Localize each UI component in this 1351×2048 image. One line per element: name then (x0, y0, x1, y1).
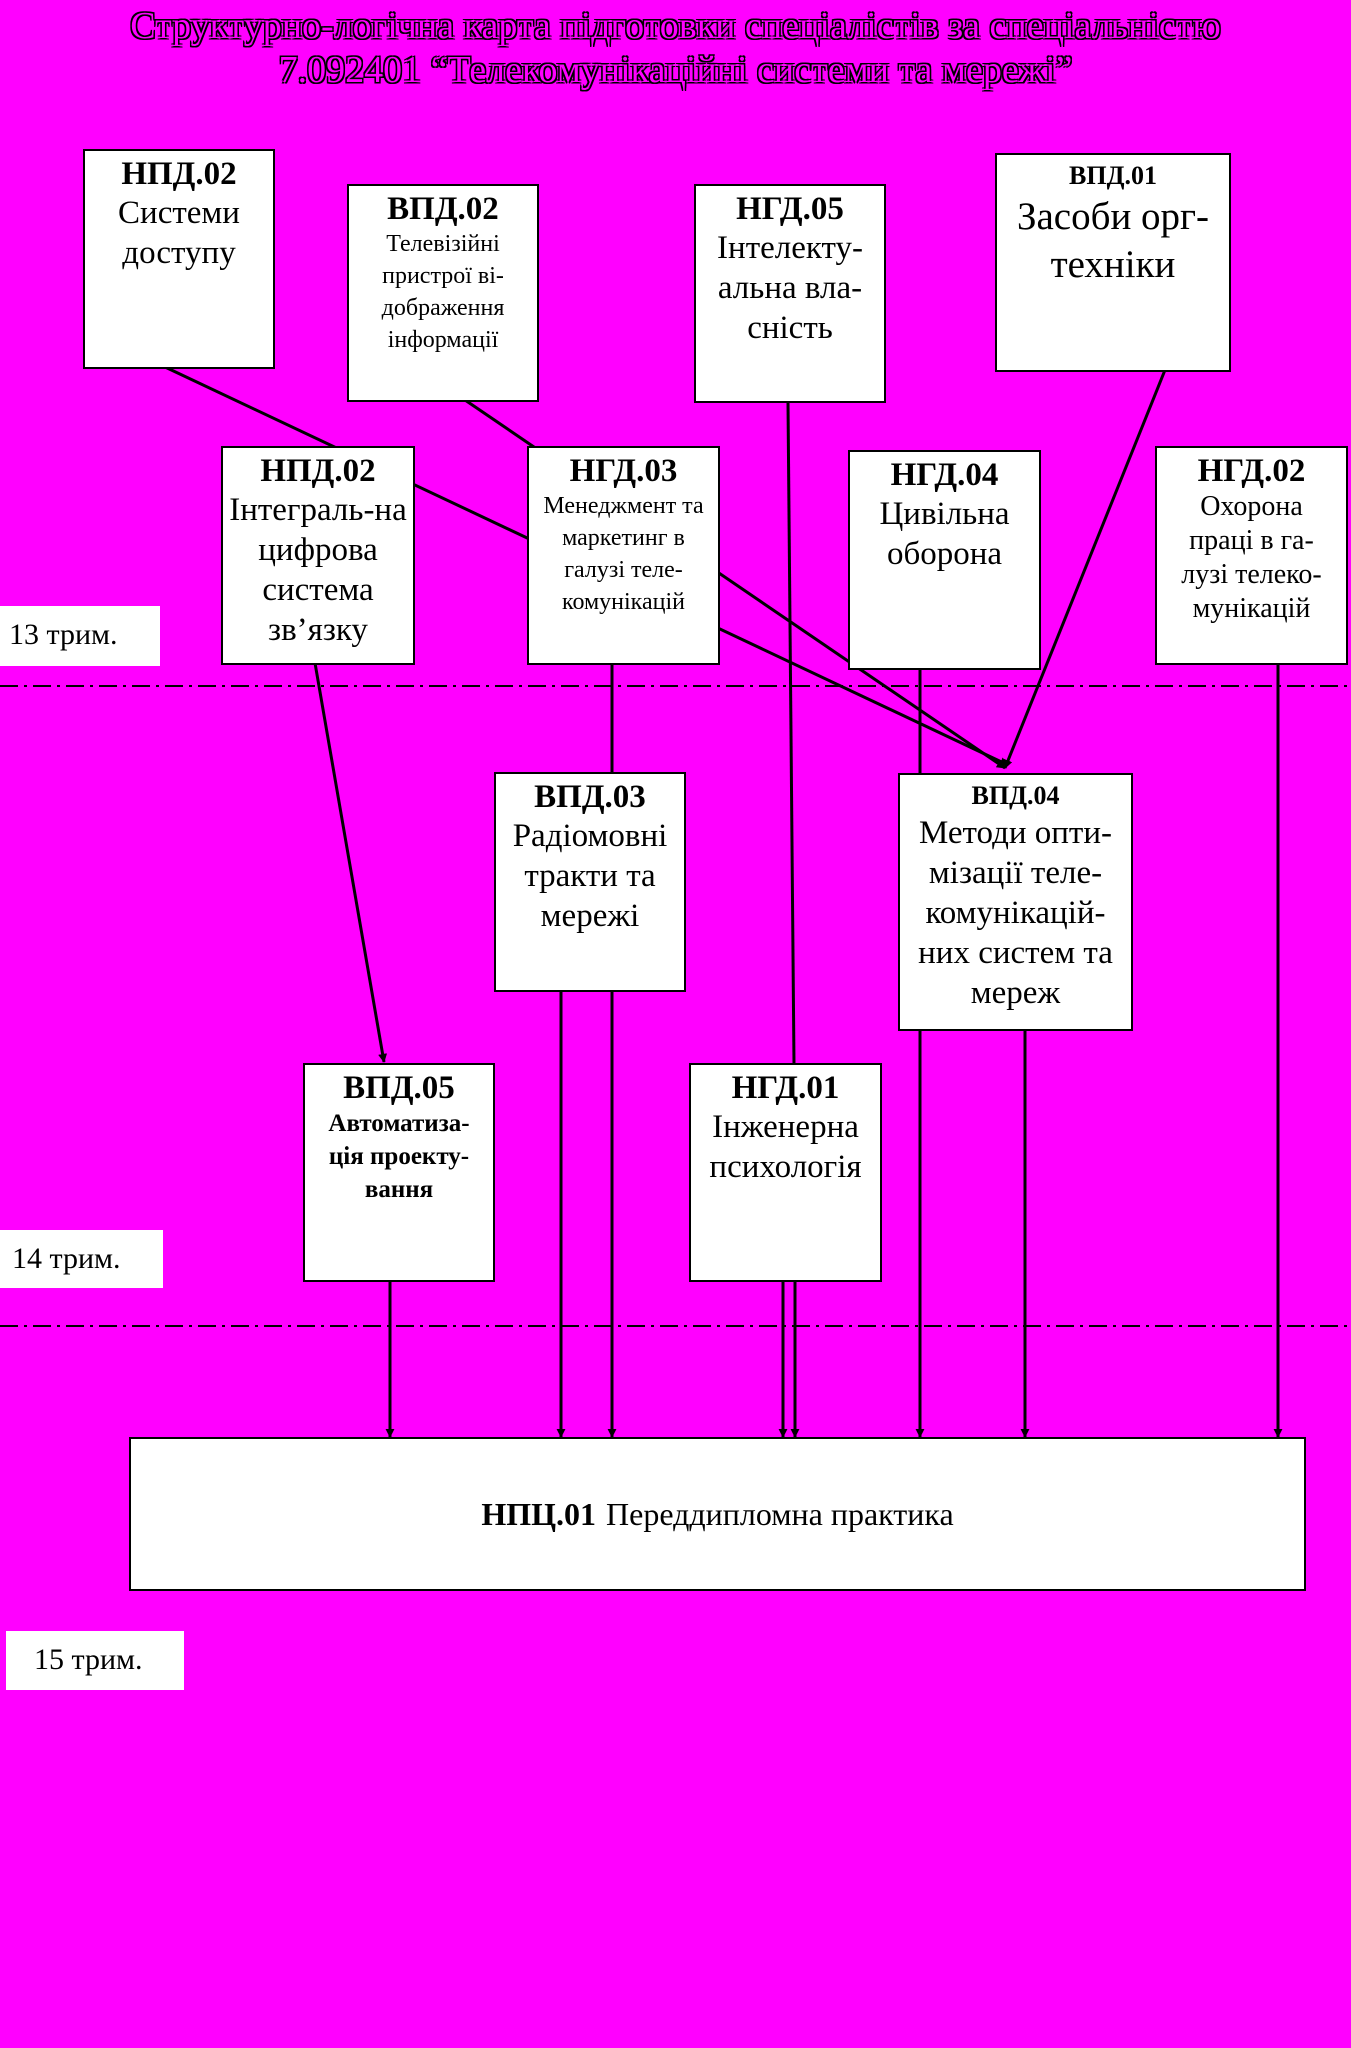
box-vpd05: ВПД.05 Автоматиза-ція проекту-вання (303, 1063, 495, 1282)
box-name: Системи доступу (118, 195, 240, 271)
box-ngd01: НГД.01 Інженерна психологія (689, 1063, 882, 1282)
box-ngd04: НГД.04 Цивільна оборона (848, 450, 1041, 670)
box-name: Цивільна оборона (879, 496, 1010, 572)
box-code: НГД.03 (569, 453, 678, 489)
box-code: ВПД.05 (343, 1070, 455, 1106)
box-practice: НПЦ.01 Переддипломна практика (129, 1437, 1306, 1591)
box-code: НПД.02 (260, 453, 376, 489)
box-name: Інтелекту-альна вла-сність (717, 230, 863, 346)
box-code: НПД.02 (121, 156, 237, 192)
box-vpd01: ВПД.01 Засоби орг-техніки (995, 153, 1231, 372)
box-name: Методи опти-мізації теле-комунікацій-них… (918, 815, 1113, 1011)
term-label-14: 14 трим. (0, 1230, 163, 1288)
edge-npd02-integral-to-vpd05 (313, 662, 388, 1063)
box-code: НГД.04 (890, 457, 999, 493)
box-code: ВПД.02 (387, 191, 499, 227)
diagram-title-line1: Структурно-логічна карта підготовки спец… (130, 5, 1221, 47)
edge-ngd05-to-ngd01 (786, 402, 796, 1065)
box-name: Засоби орг-техніки (1016, 195, 1210, 286)
box-code: НГД.02 (1197, 453, 1306, 489)
box-name: Інтеграль-на цифрова система зв’язку (229, 492, 407, 648)
box-name: Інженерна психологія (709, 1109, 862, 1185)
box-ngd05: НГД.05 Інтелекту-альна вла-сність (694, 184, 886, 403)
practice-code: НПЦ.01 (481, 1495, 596, 1532)
box-name: Менеджмент та маркетинг в галузі теле-ко… (543, 493, 704, 615)
term-label-13: 13 трим. (0, 606, 160, 666)
box-ngd03: НГД.03 Менеджмент та маркетинг в галузі … (527, 446, 720, 665)
box-code: ВПД.03 (534, 779, 646, 815)
box-code: НГД.01 (731, 1070, 840, 1106)
diagram-title-line2: 7.092401 “Телекомунікаційні системи та м… (278, 49, 1073, 91)
box-npd02-access: НПД.02 Системи доступу (83, 149, 275, 369)
box-code: ВПД.04 (971, 781, 1060, 810)
box-vpd04: ВПД.04 Методи опти-мізації теле-комуніка… (898, 773, 1133, 1031)
term-label-15: 15 трим. (6, 1631, 184, 1690)
edge-vpd01-to-vpd04 (1003, 369, 1167, 769)
box-code: ВПД.01 (1069, 161, 1157, 190)
practice-name: Переддипломна практика (606, 1495, 954, 1532)
box-name: Автоматиза-ція проекту-вання (328, 1110, 470, 1203)
box-name: Охорона праці в га-лузі телеко-мунікацій (1181, 491, 1322, 624)
box-name: Радіомовні тракти та мережі (512, 818, 668, 934)
box-name: Телевізійні пристрої ві-дображення інфор… (381, 231, 505, 353)
box-vpd03: ВПД.03 Радіомовні тракти та мережі (494, 772, 686, 992)
box-npd02-integral: НПД.02 Інтеграль-на цифрова система зв’я… (221, 446, 415, 665)
box-code: НГД.05 (736, 191, 844, 227)
box-vpd02: ВПД.02 Телевізійні пристрої ві-дображенн… (347, 184, 539, 402)
box-ngd02: НГД.02 Охорона праці в га-лузі телеко-му… (1155, 446, 1348, 665)
